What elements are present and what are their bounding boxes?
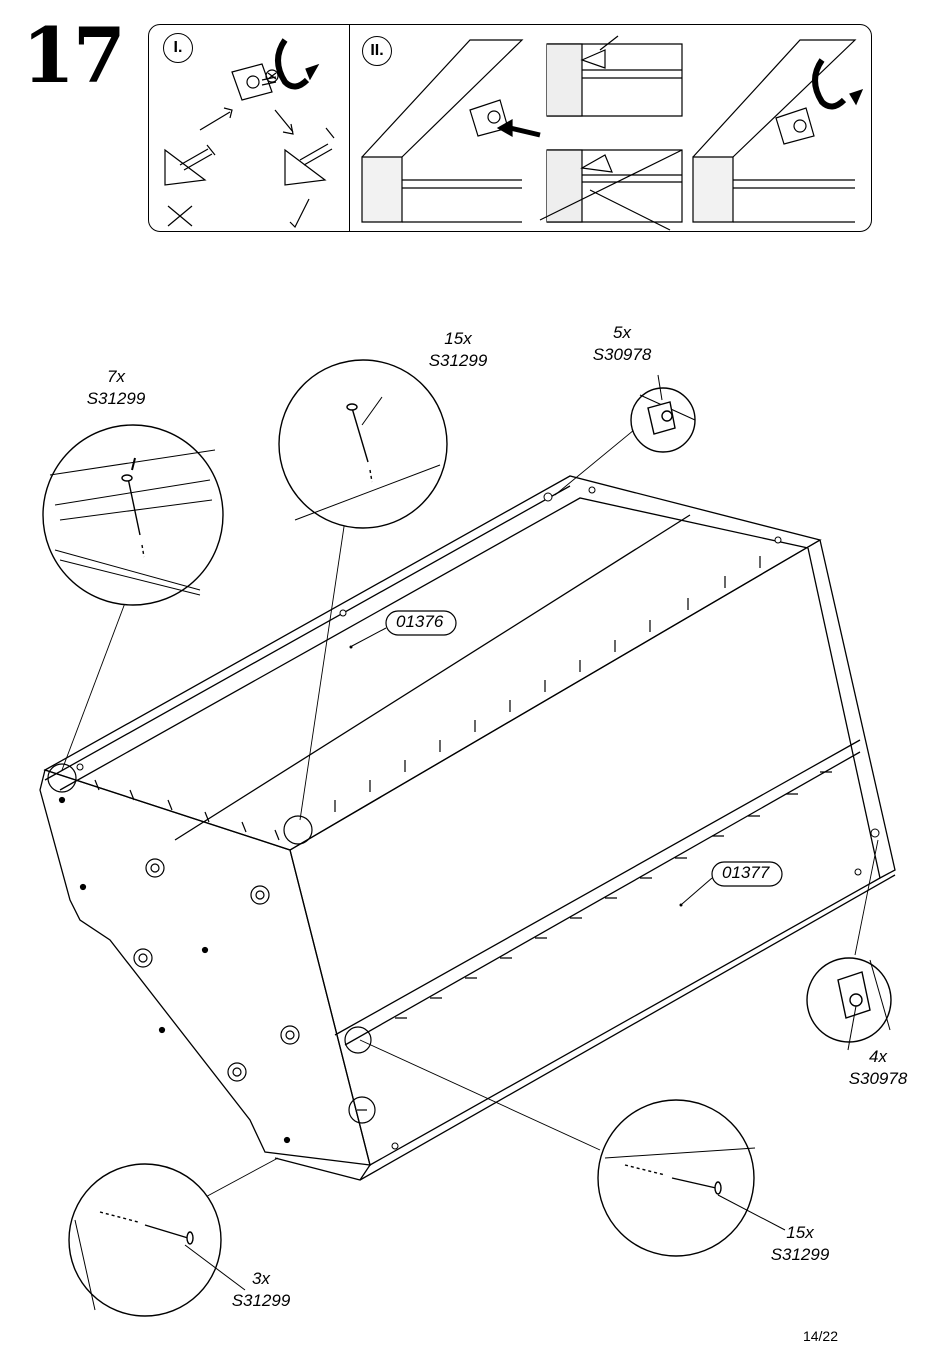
detail-circle-bracket-top bbox=[630, 374, 696, 453]
instruction-panel-divider bbox=[349, 24, 350, 232]
callout-quantity: 15x bbox=[444, 329, 472, 348]
callout-part: S31299 bbox=[86, 389, 146, 408]
detail-circle-top-center bbox=[278, 359, 448, 529]
callout-top-center: 15x S31299 bbox=[420, 328, 496, 372]
front-nail-marks bbox=[395, 771, 832, 1019]
detail-circle-top-left bbox=[42, 424, 224, 606]
callout-top-left: 7x S31299 bbox=[78, 366, 154, 410]
part-label-front-panel: 01377 bbox=[722, 863, 770, 882]
panel-two-illustration bbox=[361, 35, 864, 231]
panel-one-illustration bbox=[164, 38, 335, 229]
callout-bracket-top: 5x S30978 bbox=[584, 322, 660, 366]
callout-part: S31299 bbox=[770, 1245, 830, 1264]
cabinet-outline bbox=[39, 475, 896, 1181]
top-nail-marks bbox=[94, 556, 761, 841]
callout-bottom-right: 15x S31299 bbox=[762, 1222, 838, 1266]
callout-bottom-left: 3x S31299 bbox=[223, 1268, 299, 1312]
bracket-icon bbox=[231, 63, 273, 101]
callout-quantity: 5x bbox=[613, 323, 631, 342]
instruction-panel bbox=[148, 24, 872, 232]
callout-part: S30978 bbox=[848, 1069, 908, 1088]
callout-quantity: 3x bbox=[252, 1269, 270, 1288]
detail-circle-bracket-right bbox=[806, 957, 892, 1051]
page-indicator: 14/22 bbox=[802, 1328, 838, 1344]
callout-quantity: 7x bbox=[107, 367, 125, 386]
callout-bracket-right: 4x S30978 bbox=[840, 1046, 916, 1090]
section-one-badge: I. bbox=[163, 33, 193, 63]
part-label-top-panel: 01376 bbox=[396, 612, 444, 631]
step-number: 17 bbox=[22, 11, 126, 100]
section-two-badge: II. bbox=[362, 36, 392, 66]
detail-markers bbox=[47, 763, 376, 1124]
callout-part: S30978 bbox=[592, 345, 652, 364]
detail-circle-bottom-left bbox=[68, 1163, 246, 1317]
detail-circle-bottom-right bbox=[597, 1099, 786, 1257]
top-bracket-marks bbox=[76, 486, 880, 1150]
cross-icon bbox=[167, 205, 193, 227]
check-icon bbox=[289, 198, 310, 229]
callout-quantity: 15x bbox=[786, 1223, 814, 1242]
leader-lines bbox=[61, 424, 879, 1201]
callout-part: S31299 bbox=[231, 1291, 291, 1310]
callout-quantity: 4x bbox=[869, 1047, 887, 1066]
callout-part: S31299 bbox=[428, 351, 488, 370]
side-dowels bbox=[58, 796, 300, 1144]
